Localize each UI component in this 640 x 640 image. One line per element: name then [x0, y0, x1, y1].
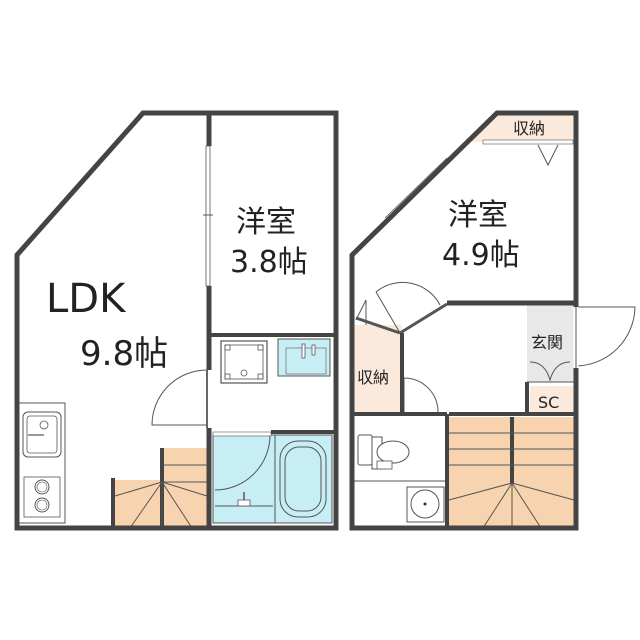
shoe-closet: [530, 386, 574, 412]
shoe-closet-label: SC: [538, 393, 559, 412]
kitchen-counter: [17, 402, 66, 524]
floor-drain: [406, 486, 445, 523]
entrance-label: 玄関: [531, 333, 563, 352]
sliding-door: [205, 145, 211, 287]
door-swing-ldk: [151, 369, 208, 426]
ldk-size: 9.8帖: [80, 334, 168, 374]
floor-2: [349, 110, 636, 531]
stairs-floor2: [448, 417, 575, 529]
front-door-swing: [575, 306, 636, 367]
western1-size: 3.8帖: [230, 245, 308, 280]
western2-size: 4.9帖: [442, 238, 520, 273]
door-swing-toilet: [403, 377, 439, 413]
closet-left-label: 収納: [357, 368, 389, 387]
washbasin: [277, 338, 331, 377]
door-swing-room: [375, 281, 441, 306]
closet-top: [470, 113, 575, 142]
western2-label: 洋室: [448, 198, 508, 233]
washroom: [220, 340, 268, 384]
closet-left: [354, 325, 402, 412]
ldk-label: LDK: [46, 276, 127, 322]
stairs-floor1: [111, 448, 208, 529]
floor-1: [14, 110, 339, 531]
toilet: [357, 434, 410, 470]
western1-label: 洋室: [236, 205, 296, 240]
bathroom: [212, 431, 333, 524]
closet-top-label: 収納: [513, 119, 545, 138]
entrance-floor: [527, 305, 574, 382]
